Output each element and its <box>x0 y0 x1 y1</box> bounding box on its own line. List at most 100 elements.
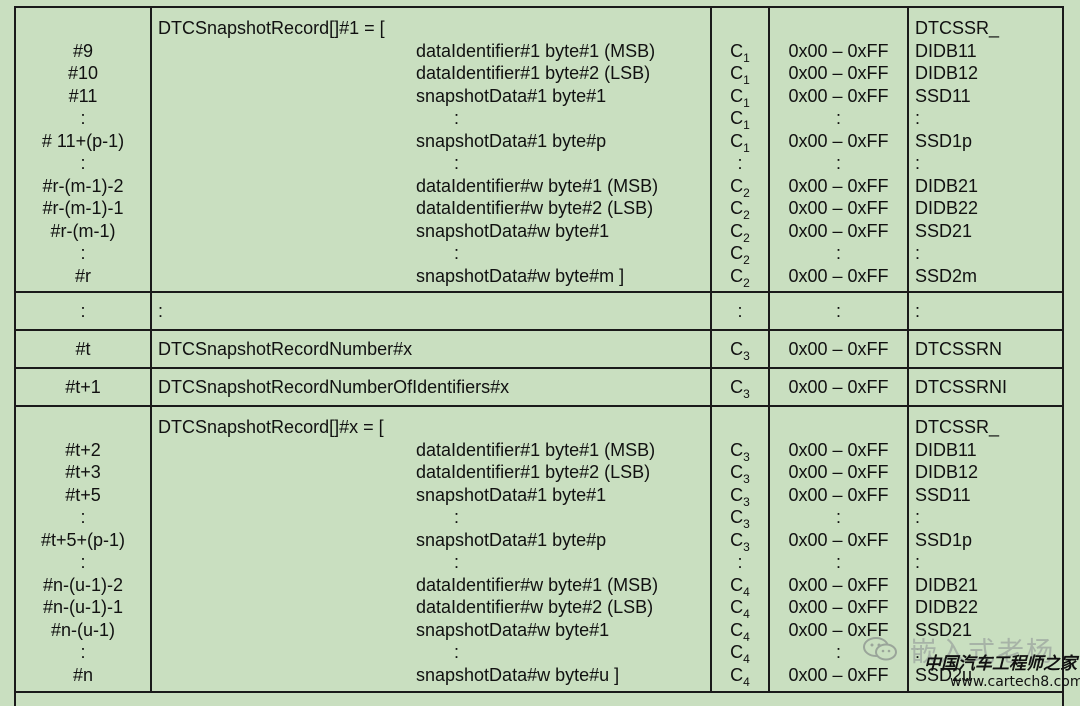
byte-index: #t+3 <box>65 462 101 482</box>
byte-index: : <box>80 243 86 263</box>
parameter-name: : <box>454 108 460 128</box>
mnemonic: SSD1p <box>915 529 973 550</box>
parameter-name: snapshotData#1 byte#p <box>416 529 607 550</box>
hex-value: 0x00 – 0xFF <box>788 439 889 460</box>
byte-index: #t+2 <box>65 439 101 460</box>
mnemonic-cell: DTCSSRN <box>915 338 1003 359</box>
byte-index: #n-(u-1)-2 <box>42 574 124 595</box>
hex-value: 0x00 – 0xFF <box>788 175 889 196</box>
convention: C2 <box>730 198 750 222</box>
mnemonic: : <box>915 153 921 173</box>
byte-index: #n-(u-1) <box>50 619 116 640</box>
convention: C1 <box>730 40 750 65</box>
parameter-name: dataIdentifier#w byte#1 (MSB) <box>416 574 659 595</box>
convention: C1 <box>730 108 750 132</box>
mnemonic: : <box>915 243 921 263</box>
byte-index-cell: #t <box>16 331 152 367</box>
snapshot-record-block-x: #t+2#t+3#t+5:#t+5+(p-1):#n-(u-1)-2#n-(u-… <box>16 405 1062 693</box>
table-row-t-plus-1: #t+1 DTCSnapshotRecordNumberOfIdentifier… <box>16 367 1062 407</box>
mnemonic: DTCSSR_ <box>915 417 1000 437</box>
snapshot-record-block-1: #9#10#11:# 11+(p-1):#r-(m-1)-2#r-(m-1)-1… <box>16 6 1062 293</box>
parameter-name: snapshotData#w byte#1 <box>416 220 610 241</box>
convention: C3 <box>730 439 750 464</box>
hex-value: 0x00 – 0xFF <box>788 574 889 595</box>
hex-value-cell: : <box>770 293 909 329</box>
byte-index: #n-(u-1)-1 <box>42 597 124 617</box>
byte-index: #10 <box>67 63 99 83</box>
byte-index: #r-(m-1)-1 <box>42 198 124 218</box>
watermark-url: www.cartech8.com <box>950 674 1080 690</box>
record-header: DTCSnapshotRecord[]#1 = [ <box>158 18 385 38</box>
byte-index-cell: #t+1 <box>16 369 152 405</box>
mnemonic: DIDB12 <box>915 462 979 482</box>
watermark: 嵌入式老杨 中国汽车工程师之家 www.cartech8.com <box>862 630 1080 696</box>
convention: C4 <box>730 664 750 689</box>
convention: C3 <box>730 529 750 554</box>
byte-index: #9 <box>72 40 94 61</box>
parameter-name: snapshotData#w byte#u ] <box>416 664 620 685</box>
mnemonic: DIDB21 <box>915 574 979 595</box>
mnemonic: SSD2u <box>915 664 973 685</box>
watermark-account-name: 嵌入式老杨 <box>910 637 1055 668</box>
convention-cell: C3 <box>712 331 770 367</box>
mnemonic: DIDB12 <box>915 63 979 83</box>
hex-value-cell: 0x00 – 0xFF <box>770 369 909 405</box>
mnemonic: DIDB11 <box>915 40 977 61</box>
parameter-name: : <box>454 153 460 173</box>
table-row-t: #t DTCSnapshotRecordNumber#x C3 0x00 – 0… <box>16 329 1062 369</box>
mnemonic: SSD21 <box>915 619 973 640</box>
mnemonic: DIDB21 <box>915 175 979 196</box>
convention: C3 <box>730 507 750 531</box>
hex-value: 0x00 – 0xFF <box>788 85 889 106</box>
hex-value-cell: 0x00 – 0xFF <box>770 331 909 367</box>
mnemonic: DIDB11 <box>915 439 977 460</box>
hex-value: 0x00 – 0xFF <box>788 265 889 286</box>
byte-index: #11 <box>68 85 98 106</box>
convention: : <box>737 552 743 572</box>
convention: C4 <box>730 597 750 621</box>
parameter-name-cell: : <box>152 293 712 329</box>
byte-index: #n <box>72 664 94 685</box>
hex-value: : <box>835 642 841 662</box>
parameter-name: : <box>454 552 460 572</box>
mnemonic: : <box>915 108 921 128</box>
byte-index-cell: : <box>16 293 152 329</box>
convention: C4 <box>730 642 750 666</box>
byte-index: #r-(m-1) <box>50 220 116 241</box>
mnemonic: SSD2m <box>915 265 978 286</box>
parameter-name: snapshotData#w byte#1 <box>416 619 610 640</box>
byte-index: #t+5 <box>65 484 101 505</box>
byte-index <box>16 17 150 40</box>
mnemonic: SSD1p <box>915 130 973 151</box>
hex-value: 0x00 – 0xFF <box>788 63 889 83</box>
parameter-name-cell: DTCSnapshotRecordNumber#x <box>152 331 712 367</box>
convention: C3 <box>730 484 750 509</box>
mnemonic: DTCSSR_ <box>915 18 1000 38</box>
ellipsis-row: : : : : : <box>16 291 1062 331</box>
hex-value: : <box>835 153 841 173</box>
convention: C4 <box>730 574 750 599</box>
hex-value: 0x00 – 0xFF <box>788 40 889 61</box>
parameter-name: : <box>454 642 460 662</box>
mnemonic: SSD11 <box>915 484 971 505</box>
hex-value: 0x00 – 0xFF <box>788 220 889 241</box>
mnemonic: DIDB22 <box>915 597 979 617</box>
hex-value: 0x00 – 0xFF <box>788 529 889 550</box>
mnemonic: : <box>915 552 921 572</box>
watermark-site-name: 中国汽车工程师之家 <box>924 654 1077 674</box>
hex-value: : <box>835 507 841 527</box>
parameter-name: snapshotData#1 byte#1 <box>416 484 607 505</box>
hex-value: : <box>835 552 841 572</box>
mnemonic-cell: : <box>915 300 921 321</box>
parameter-name: dataIdentifier#1 byte#1 (MSB) <box>416 439 656 460</box>
byte-index: : <box>80 153 86 173</box>
mnemonic: SSD11 <box>915 85 971 106</box>
byte-index: #r <box>74 265 91 286</box>
convention: : <box>737 153 743 173</box>
parameter-name: dataIdentifier#1 byte#2 (LSB) <box>416 63 651 83</box>
convention: C3 <box>730 462 750 486</box>
parameter-name: snapshotData#1 byte#1 <box>416 85 607 106</box>
